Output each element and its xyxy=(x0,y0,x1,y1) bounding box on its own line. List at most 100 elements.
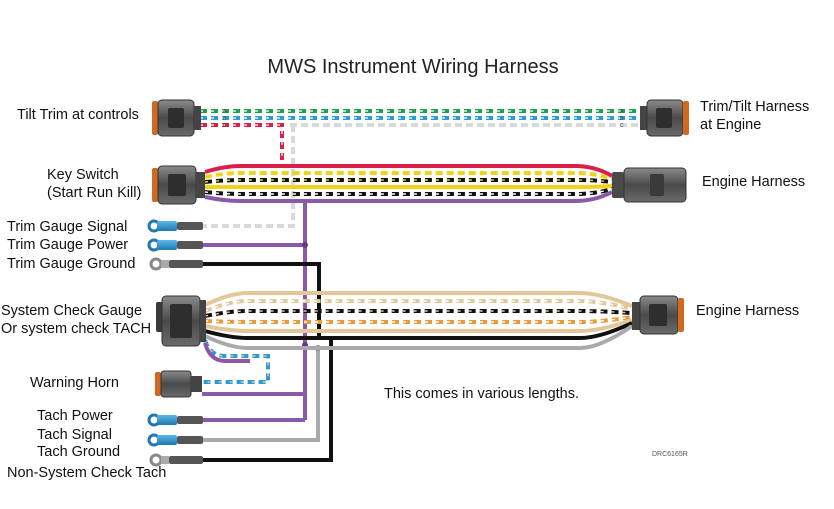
label-warning-horn: Warning Horn xyxy=(30,375,119,391)
terminal-sleeve xyxy=(157,415,177,425)
pin-label: B xyxy=(620,116,624,122)
engine-harness-bottom-connector xyxy=(632,295,684,335)
trim-tilt-engine-connector xyxy=(640,99,689,137)
label-trim-gauge-signal: Trim Gauge Signal xyxy=(7,219,128,235)
black-wire-stripe xyxy=(204,179,613,183)
label-trim-gauge-ground: Trim Gauge Ground xyxy=(7,256,136,272)
label-system-check-1: System Check Gauge xyxy=(1,303,143,319)
connector-boot xyxy=(612,172,624,198)
yellow-solid-wire xyxy=(204,184,613,190)
connector-latch xyxy=(170,304,192,338)
terminal-barrel xyxy=(177,241,203,249)
terminal-crimp xyxy=(161,260,169,268)
terminal-barrel xyxy=(169,260,203,268)
black-ground-wire xyxy=(204,321,633,340)
tan-dash-stripe xyxy=(204,300,633,312)
trim-gauge-signal-terminal xyxy=(147,219,203,233)
connector-latch xyxy=(650,174,664,196)
label-key-switch-1: Key Switch xyxy=(47,167,119,183)
terminal-barrel xyxy=(177,436,203,444)
connector-seal xyxy=(678,298,684,332)
tach-signal-terminal xyxy=(147,433,203,447)
orange-stripe xyxy=(204,316,633,323)
red-wire xyxy=(204,164,614,178)
black-wire xyxy=(204,178,613,184)
trim-gauge-power-terminal xyxy=(147,238,203,252)
tach-signal-wire xyxy=(202,348,320,442)
gray-wire xyxy=(204,324,634,350)
label-tilt-trim-controls: Tilt Trim at controls xyxy=(17,107,139,123)
label-trim-gauge-power: Trim Gauge Power xyxy=(7,237,129,253)
terminal-barrel xyxy=(169,456,203,464)
label-tach-power: Tach Power xyxy=(37,408,113,424)
horn-purple-wire xyxy=(203,342,250,363)
pin-label: C xyxy=(223,123,227,129)
label-various-lengths: This comes in various lengths. xyxy=(384,386,580,402)
connector-boot xyxy=(200,300,206,342)
tilt-trim-harness xyxy=(200,109,640,228)
engine-harness-top-connector xyxy=(612,167,687,203)
connector-body xyxy=(160,370,192,398)
tach-ground-wire xyxy=(202,338,333,462)
key-switch-harness xyxy=(204,164,614,203)
pin-label: A xyxy=(223,109,227,115)
connector-boot xyxy=(640,106,647,130)
terminal-sleeve xyxy=(157,240,177,250)
black-tan-wire xyxy=(204,309,633,318)
terminal-barrel xyxy=(177,222,203,230)
connector-seal xyxy=(152,101,158,135)
label-trim-tilt-harness-2: at Engine xyxy=(700,117,762,133)
drawing-code: DRC6165R xyxy=(652,451,688,458)
black-white-stripe xyxy=(204,188,613,195)
connector-seal xyxy=(152,168,158,202)
trim-ground-wire xyxy=(202,262,321,338)
connector-boot xyxy=(194,106,201,130)
key-switch-connector xyxy=(152,165,205,205)
terminal-sleeve xyxy=(157,221,177,231)
black-white-wire xyxy=(204,187,613,196)
system-check-connector xyxy=(156,295,206,347)
splice-dot xyxy=(302,242,308,248)
diagram-title: MWS Instrument Wiring Harness xyxy=(267,56,559,78)
connector-latch xyxy=(168,174,186,196)
tach-ground-terminal xyxy=(149,453,203,467)
tan-solid-wire xyxy=(204,318,633,333)
pin-label: C xyxy=(620,123,624,129)
trim-signal-wire xyxy=(202,125,295,228)
orange-wire xyxy=(204,315,633,324)
black-tan-stripe xyxy=(204,310,633,317)
terminal-barrel xyxy=(177,416,203,424)
ring-eye xyxy=(149,257,163,271)
label-trim-tilt-harness-1: Trim/Tilt Harness xyxy=(700,99,810,115)
pin-label: B xyxy=(223,116,227,122)
connector-latch xyxy=(168,108,184,128)
connector-latch xyxy=(649,304,667,326)
warning-horn-connector xyxy=(155,370,202,398)
label-non-system-tach: Non-System Check Tach xyxy=(7,465,167,481)
terminal-sleeve xyxy=(157,435,177,445)
connector-boot xyxy=(196,172,205,198)
red-drop-wire-stripe xyxy=(200,124,283,168)
connector-latch xyxy=(656,108,672,128)
label-engine-harness-bottom: Engine Harness xyxy=(696,303,800,319)
connector-boot xyxy=(191,376,202,392)
purple-wire xyxy=(204,190,613,203)
connector-seal xyxy=(683,101,689,135)
label-system-check-2: Or system check TACH xyxy=(1,321,152,337)
system-check-harness xyxy=(202,291,634,384)
tan-wire xyxy=(204,291,633,308)
connector-seal xyxy=(155,372,161,396)
pin-label: A xyxy=(620,109,624,115)
connector-boot xyxy=(632,302,640,330)
label-engine-harness-top: Engine Harness xyxy=(702,174,806,190)
red-drop-wire xyxy=(200,123,284,168)
label-tach-signal: Tach Signal xyxy=(37,427,112,443)
label-key-switch-2: (Start Run Kill) xyxy=(47,185,142,201)
label-tach-ground: Tach Ground xyxy=(37,444,121,460)
yellow-wire xyxy=(204,171,613,181)
terminal-crimp xyxy=(161,456,169,464)
tilt-trim-connector xyxy=(152,99,201,137)
trim-gauge-ground-terminal xyxy=(149,257,203,271)
tach-power-terminal xyxy=(147,413,203,427)
